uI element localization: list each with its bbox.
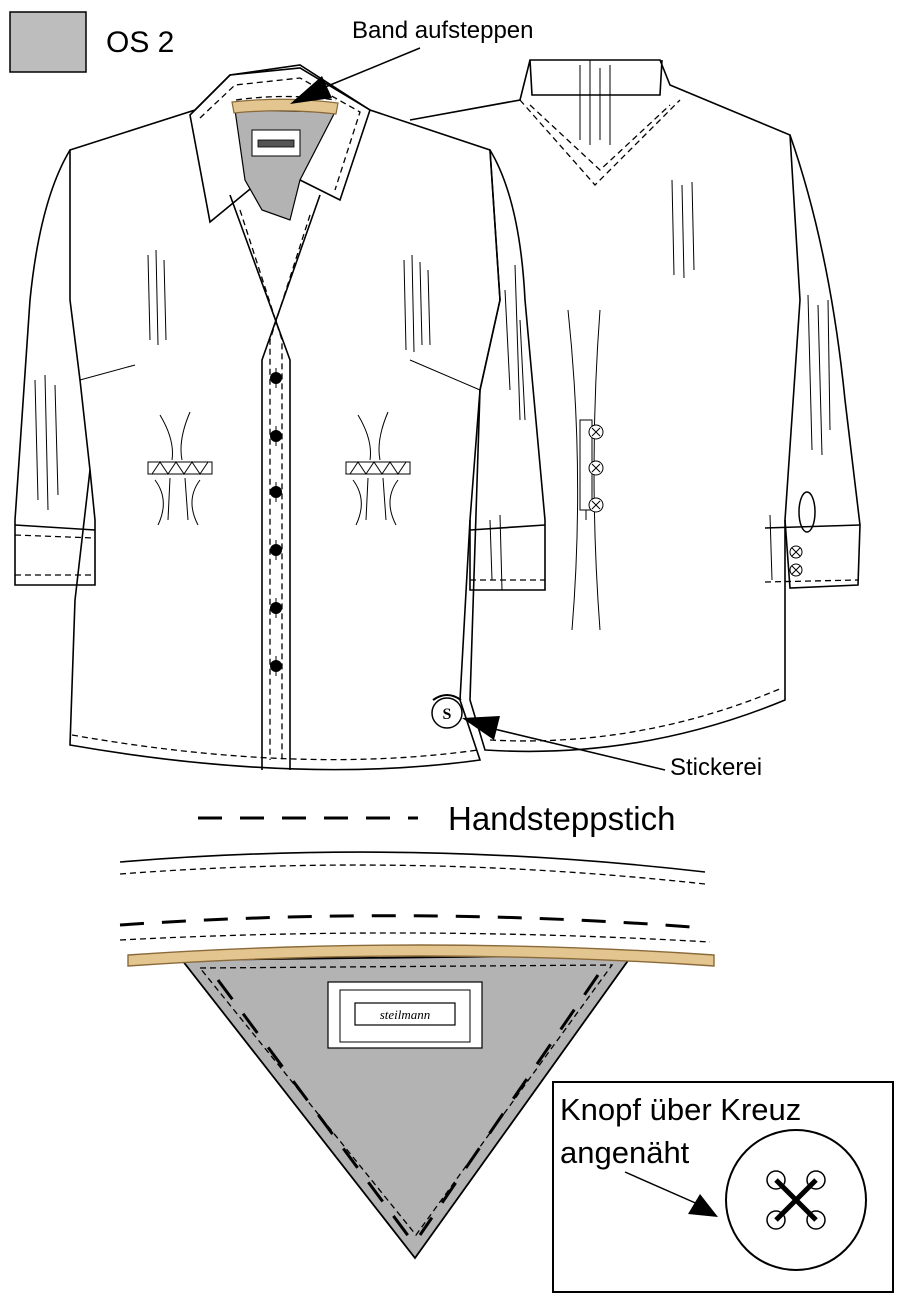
handstitch-text: Handsteppstich [448, 800, 675, 837]
front-left-cuff-stitch2 [14, 534, 96, 539]
front-placket-right [261, 194, 321, 770]
handstitch-legend: Handsteppstich [198, 800, 675, 837]
front-yoke-seam-left [79, 364, 136, 381]
front-placket-left [229, 194, 291, 770]
front-smock-left [147, 411, 213, 526]
shirt-back-view [409, 59, 861, 753]
callout-embroidery-arrowhead [462, 716, 500, 740]
detail-collar-handstitch [119, 914, 706, 930]
back-dart-left [567, 309, 579, 631]
detail-lining-handstitch [216, 974, 600, 1246]
back-hem-stitch [489, 687, 783, 742]
button-detail-box: Knopf über Kreuz angenäht [552, 1081, 894, 1293]
back-yoke-stitch [519, 99, 681, 186]
front-collar [189, 67, 371, 224]
legend: OS 2 [9, 11, 174, 73]
legend-label: OS 2 [106, 26, 174, 59]
callout-band-arrowhead [290, 76, 332, 104]
front-pleats [147, 249, 431, 353]
collar-detail: steilmann [119, 851, 715, 1260]
shirt-front-view: S [14, 64, 546, 771]
detail-neck-lining [180, 954, 634, 1260]
back-body-outline [409, 59, 801, 753]
back-yoke-stitch-2 [529, 104, 671, 171]
button-detail-cross-thread [774, 1178, 818, 1222]
back-cuff-loop [798, 491, 816, 533]
front-smock-right [345, 411, 411, 526]
embroidery-crest: S [431, 694, 463, 729]
callout-embroidery: Stickerei [462, 716, 762, 781]
detail-brand-label: steilmann [327, 981, 483, 1049]
back-cuff-buttons [789, 545, 803, 577]
front-sleeve-folds [34, 264, 526, 511]
front-right-sleeve [469, 149, 546, 591]
front-left-cuff-line [14, 524, 96, 531]
detail-collar-top-edge [119, 851, 706, 873]
button-detail-title-line1: Knopf über Kreuz [560, 1092, 801, 1127]
button-detail-arrowhead [688, 1194, 718, 1217]
detail-neck-tape [127, 944, 715, 967]
front-neck-tape-stitch [235, 95, 337, 101]
back-pleats [489, 60, 831, 591]
back-collar-stand [529, 59, 663, 96]
callout-band: Band aufsteppen [290, 17, 534, 104]
front-collar-stitch [199, 77, 361, 191]
back-sleeve [784, 134, 861, 589]
legend-swatch [9, 11, 87, 73]
front-neck-label-inner [257, 139, 295, 148]
button-detail-title-line2: angenäht [560, 1135, 690, 1170]
callout-band-text: Band aufsteppen [352, 17, 534, 44]
back-cuff-stitch [764, 579, 859, 583]
front-placket-stitch-2 [269, 214, 311, 760]
front-left-sleeve [14, 149, 96, 586]
detail-collar-top-stitch [119, 864, 706, 885]
back-tab-buttons [579, 419, 604, 513]
front-yoke-seam-right [409, 359, 481, 391]
front-placket-stitch-1 [239, 209, 283, 760]
callout-embroidery-text: Stickerei [670, 754, 762, 781]
embroidery-monogram: S [443, 706, 452, 723]
front-hem-stitch [71, 734, 479, 761]
detail-collar-lower-stitch [119, 932, 711, 943]
front-neck-tape [231, 98, 339, 115]
detail-brand-label-text: steilmann [380, 1007, 431, 1022]
front-neck-lining [234, 109, 336, 221]
front-right-cuff-line [469, 524, 546, 531]
front-buttons [270, 368, 282, 676]
